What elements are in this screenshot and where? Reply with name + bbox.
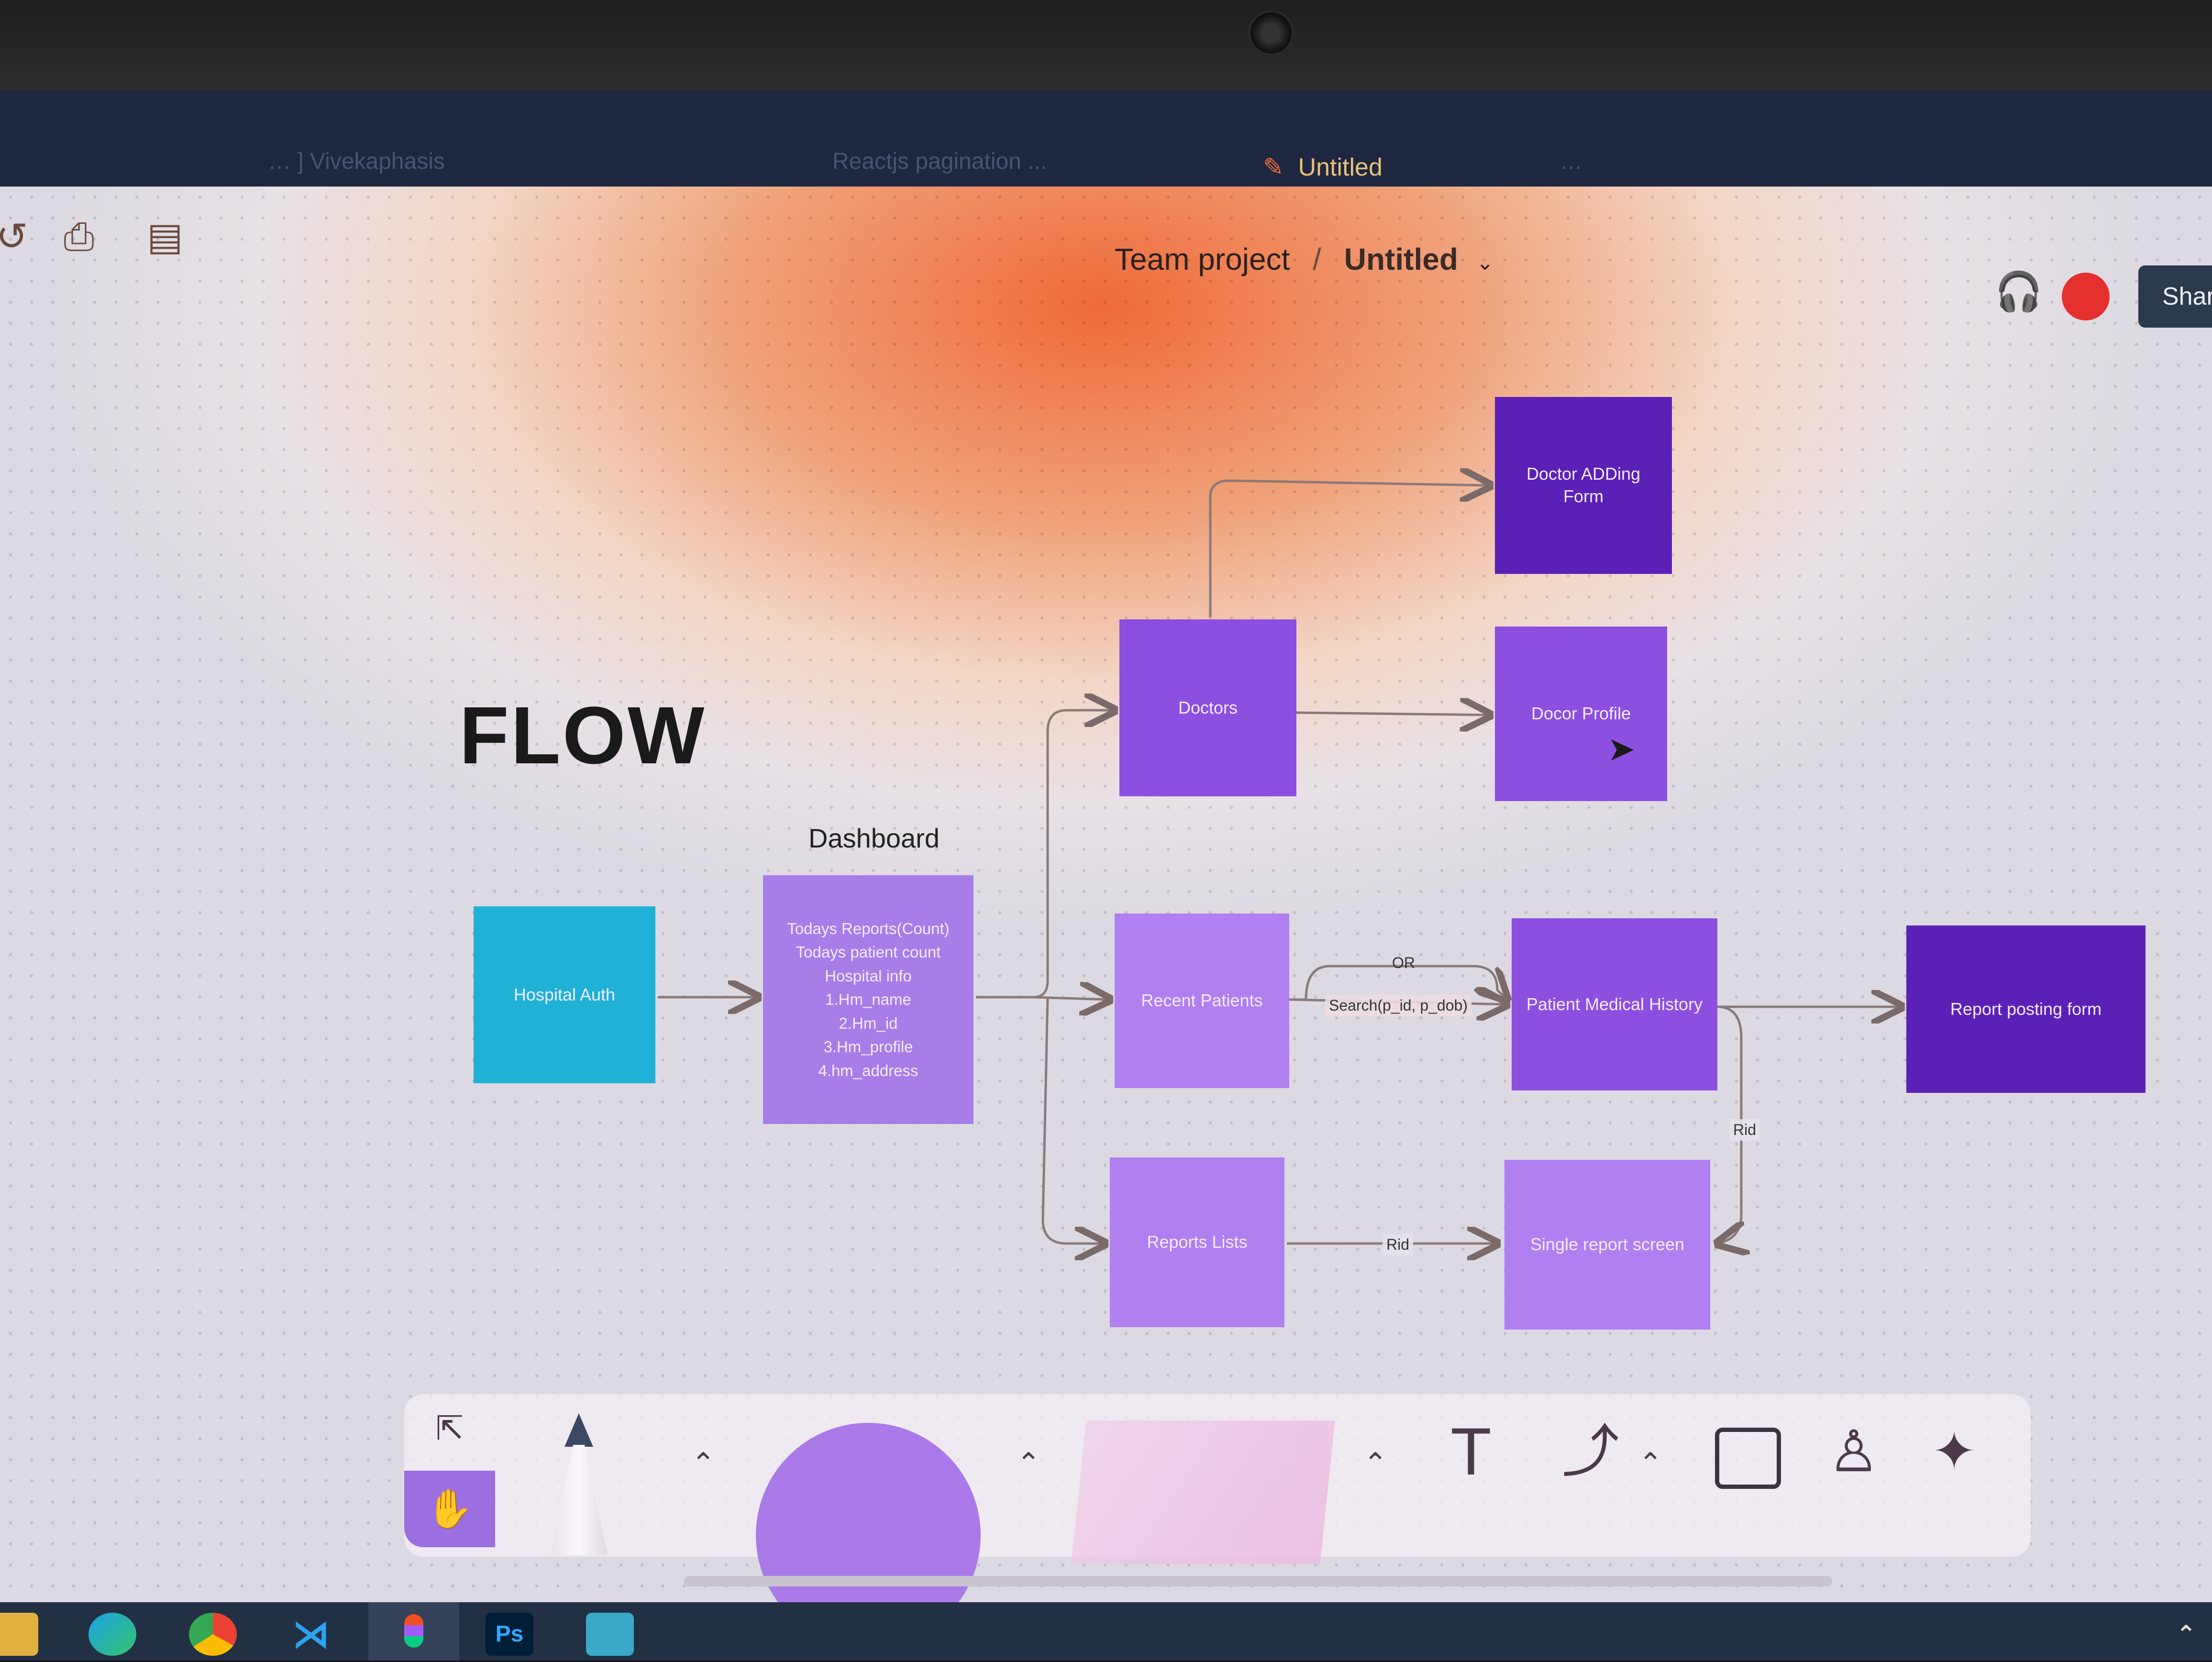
sticky-note-tool-icon[interactable] (1071, 1420, 1335, 1564)
chevron-up-icon[interactable]: ⌃ (1017, 1447, 1041, 1479)
chevron-up-icon[interactable]: ⌃ (1363, 1447, 1388, 1479)
edge-label-rid[interactable]: Rid (1382, 1234, 1414, 1255)
file-name[interactable]: Untitled (1344, 242, 1458, 276)
dashboard-line: 1.Hm_name (825, 991, 911, 1009)
headphones-icon[interactable]: 🎧 (1995, 270, 2043, 313)
section-tool-icon[interactable] (1715, 1428, 1781, 1489)
select-tool-icon[interactable]: ⇱ (435, 1409, 464, 1447)
dashboard-line: 4.hm_address (818, 1061, 918, 1079)
chrome-icon[interactable] (189, 1613, 237, 1656)
dashboard-line: 3.Hm_profile (823, 1038, 913, 1056)
node-recent-patients[interactable]: Recent Patients (1115, 914, 1289, 1088)
node-reports-lists[interactable]: Reports Lists (1110, 1157, 1284, 1327)
edge-dashboard-recent (1033, 997, 1110, 1000)
breadcrumb-separator: / (1313, 242, 1321, 276)
chevron-up-icon[interactable]: ⌃ (691, 1447, 716, 1479)
shape-tool-icon[interactable] (756, 1423, 981, 1602)
browser-tab-active[interactable]: ✎ Untitled (1263, 153, 1382, 182)
edge-doctors-adding (1209, 481, 1490, 617)
layout-icon[interactable]: ▤ (147, 215, 183, 258)
figma-pencil-icon: ✎ (1263, 154, 1284, 181)
bottom-toolbar: ⇱ ✋ ⌃ ⌃ ⌃ T ⤴ ⌃ ♙ ✦ (404, 1394, 2031, 1602)
edge-dashboard-reports (1041, 997, 1105, 1244)
browser-tab[interactable]: … (1559, 149, 1582, 174)
vscode-icon[interactable]: ⋊ (292, 1613, 330, 1655)
dashboard-line: Hospital info (825, 967, 912, 985)
figma-taskbar-item[interactable] (368, 1602, 459, 1661)
connectors (658, 187, 2212, 1602)
text-tool-icon[interactable]: T (1450, 1414, 1492, 1489)
browser-tab[interactable]: Reactjs pagination ... (832, 149, 1047, 174)
edge-dashboard-doctors (976, 710, 1115, 999)
node-report-posting-form[interactable]: Report posting form (1906, 925, 2146, 1093)
dashboard-line: Todays Reports(Count) (787, 919, 950, 937)
stamp-tool-icon[interactable]: ♙ (1828, 1420, 1880, 1484)
chevron-down-icon[interactable]: ⌄ (1476, 251, 1494, 275)
edge-doctors-profile (1296, 713, 1490, 715)
laptop-bezel (0, 0, 2212, 91)
canvas-grid (0, 187, 2212, 1602)
connector-tool-icon[interactable]: ⤴ (1562, 1420, 1619, 1484)
avatar[interactable] (2062, 273, 2110, 320)
dashboard-line: Todays patient count (796, 943, 941, 961)
node-doctor-adding-form[interactable]: Doctor ADDing Form (1495, 397, 1672, 574)
mouse-cursor-icon: ➤ (1607, 730, 1636, 768)
horizontal-scrollbar[interactable] (684, 1576, 1832, 1586)
figma-icon (404, 1614, 423, 1648)
photoshop-icon[interactable]: Ps (486, 1613, 533, 1656)
node-hospital-auth[interactable]: Hospital Auth (474, 906, 655, 1083)
edge-label-or[interactable]: OR (1392, 954, 1415, 971)
widgets-tool-icon[interactable]: ✦ (1932, 1422, 1977, 1481)
node-doctor-profile[interactable]: Docor Profile (1495, 627, 1667, 801)
app-icon[interactable] (586, 1613, 634, 1656)
export-icon[interactable]: ⎙ (64, 215, 94, 258)
chevron-up-icon[interactable]: ⌃ (1638, 1447, 1663, 1479)
share-button[interactable]: Share (2138, 265, 2212, 328)
edge-icon[interactable] (88, 1613, 136, 1656)
webcam (1249, 11, 1294, 55)
project-name[interactable]: Team project (1115, 242, 1290, 276)
edge-history-single (1717, 1005, 1741, 1244)
dashboard-label[interactable]: Dashboard (808, 823, 940, 853)
edge-label-rid[interactable]: Rid (1729, 1119, 1760, 1141)
edge-label-search[interactable]: Search(p_id, p_dob) (1325, 995, 1471, 1016)
node-patient-medical-history[interactable]: Patient Medical History (1512, 918, 1717, 1090)
dashboard-line: 2.Hm_id (839, 1014, 898, 1032)
browser-tab[interactable]: … ] Vivekaphasis (268, 149, 445, 174)
node-single-report-screen[interactable]: Single report screen (1504, 1160, 1710, 1330)
windows-taskbar: ⋊ Ps ⌃ (0, 1602, 2212, 1661)
node-dashboard[interactable]: Todays Reports(Count) Todays patient cou… (763, 875, 973, 1124)
node-doctors[interactable]: Doctors (1119, 619, 1296, 796)
marker-tool-icon[interactable] (550, 1413, 608, 1557)
undo-icon[interactable]: ↺ (0, 215, 28, 258)
flow-title[interactable]: FLOW (459, 690, 707, 781)
edge-recent-history (1289, 965, 1507, 1000)
hand-tool-icon[interactable]: ✋ (404, 1471, 495, 1547)
figjam-canvas[interactable]: ↺ ⎙ ▤ Team project / Untitled ⌄ 🎧 Share … (0, 187, 2212, 1602)
chevron-up-icon[interactable]: ⌃ (2176, 1621, 2196, 1648)
breadcrumb[interactable]: Team project / Untitled ⌄ (1115, 242, 1494, 277)
tab-title: Untitled (1298, 154, 1382, 181)
file-explorer-icon[interactable] (0, 1613, 38, 1656)
browser-tab-bar: … ] Vivekaphasis Reactjs pagination ... … (0, 91, 2212, 187)
